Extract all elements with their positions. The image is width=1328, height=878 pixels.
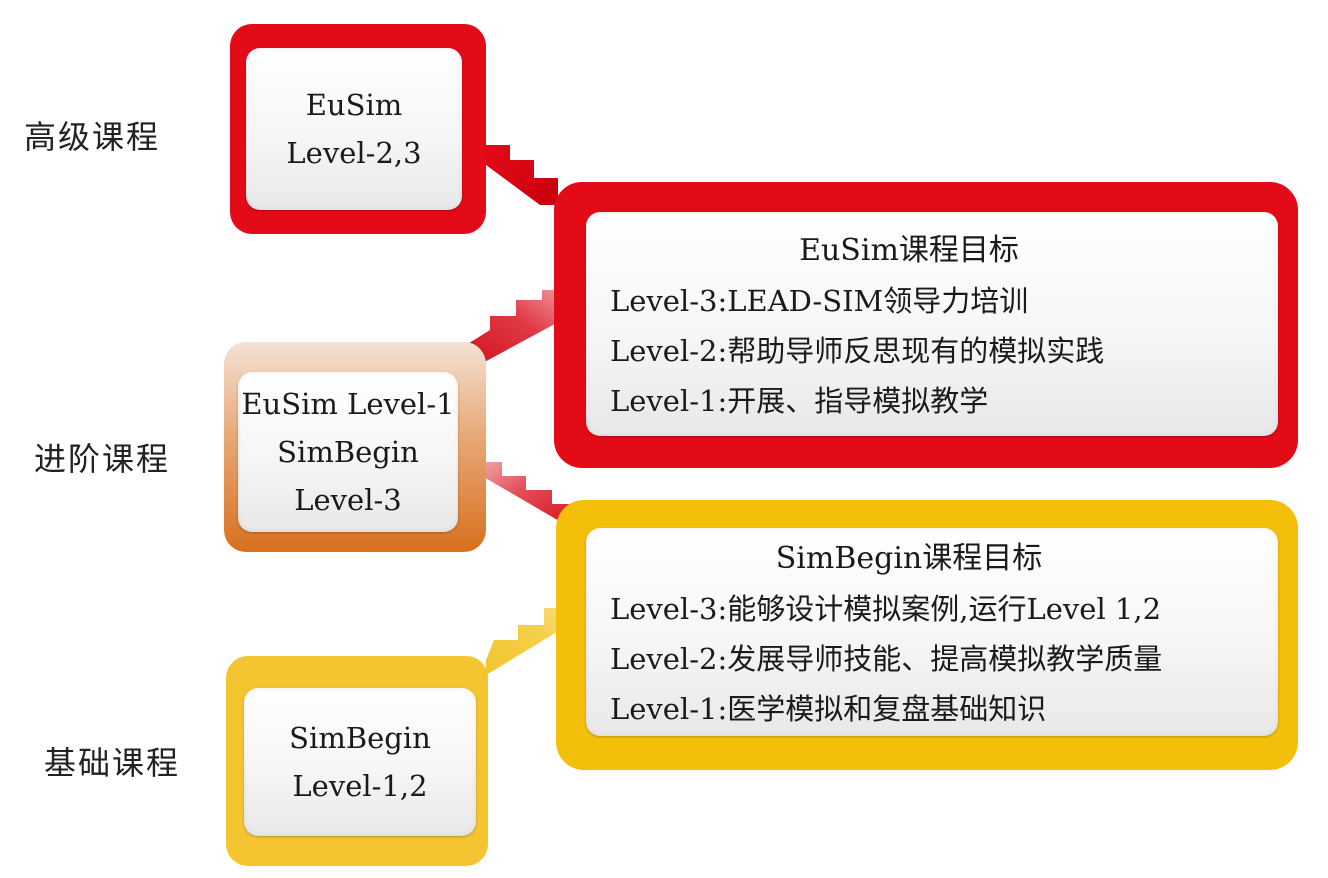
simbegin-goal-item: Level-1:医学模拟和复盘基础知识 <box>610 692 1047 726</box>
tier-label-advanced: 高级课程 <box>24 118 161 156</box>
eusim-goal-item: Level-2:帮助导师反思现有的模拟实践 <box>610 334 1105 368</box>
basic-course-line-2: Level-1,2 <box>292 769 428 803</box>
simbegin-goals-title: SimBegin课程目标 <box>775 541 1043 576</box>
simbegin-goal-item: Level-3:能够设计模拟案例,运行Level 1,2 <box>610 592 1162 626</box>
intermediate-course-line-2: SimBegin <box>277 435 419 469</box>
tier-label-intermediate: 进阶课程 <box>34 440 171 478</box>
intermediate-course-card: EuSim Level-1 SimBegin Level-3 <box>238 372 458 532</box>
basic-course-card: SimBegin Level-1,2 <box>244 688 476 836</box>
eusim-goal-item: Level-1:开展、指导模拟教学 <box>610 384 989 418</box>
advanced-course-line-2: Level-2,3 <box>286 136 422 170</box>
connector-advanced-to-eusim <box>486 145 558 205</box>
intermediate-course-line-1: EuSim Level-1 <box>241 387 455 421</box>
basic-course-line-1: SimBegin <box>289 721 431 755</box>
simbegin-goal-item: Level-2:发展导师技能、提高模拟教学质量 <box>610 642 1163 676</box>
simbegin-goals-card: SimBegin课程目标 Level-3:能够设计模拟案例,运行Level 1,… <box>586 528 1278 736</box>
advanced-course-card: EuSim Level-2,3 <box>246 48 462 210</box>
eusim-goals-title: EuSim课程目标 <box>799 233 1019 268</box>
tier-label-basic: 基础课程 <box>44 744 181 782</box>
intermediate-course-line-3: Level-3 <box>294 483 402 517</box>
advanced-course-line-1: EuSim <box>305 88 403 122</box>
eusim-goal-item: Level-3:LEAD-SIM领导力培训 <box>610 284 1029 318</box>
eusim-goals-card: EuSim课程目标 Level-3:LEAD-SIM领导力培训 Level-2:… <box>586 212 1278 436</box>
